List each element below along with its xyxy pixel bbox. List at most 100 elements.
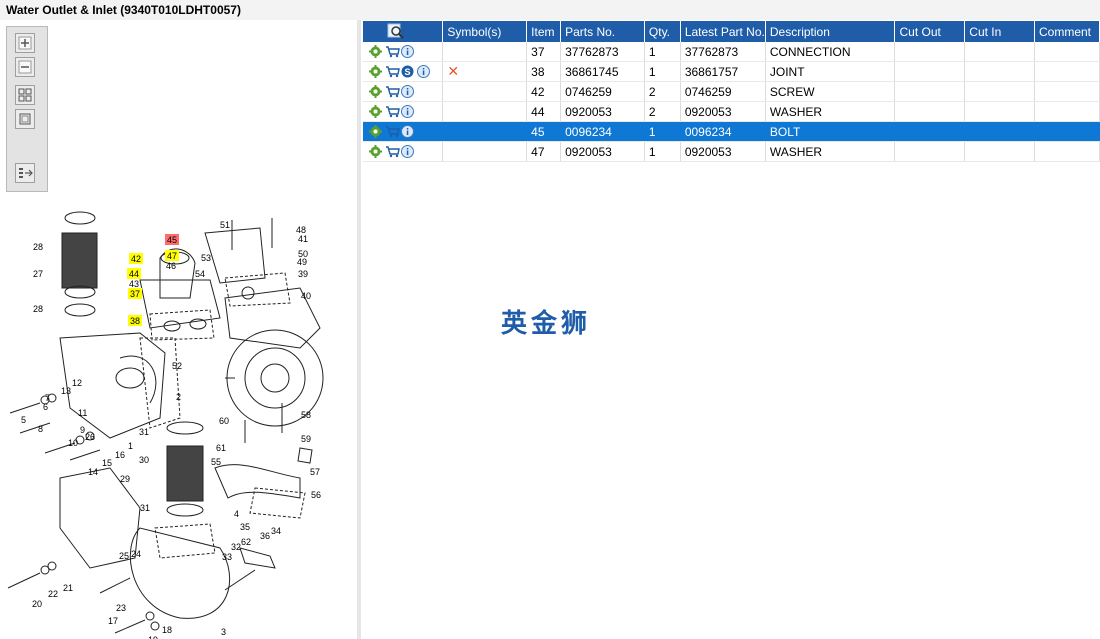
info-icon[interactable] [401,145,414,158]
callout-3[interactable]: 3 [221,627,226,637]
callout-40[interactable]: 40 [301,291,311,301]
callout-26[interactable]: 26 [85,432,95,442]
callout-16[interactable]: 16 [115,450,125,460]
exploded-parts-diagram[interactable]: 28 27 28 45 47 42 46 44 43 37 38 51 53 5… [0,188,357,639]
fit-page-button[interactable] [15,85,35,105]
callout-17[interactable]: 17 [108,616,118,626]
callout-31[interactable]: 31 [140,503,150,513]
export-list-button[interactable] [15,163,35,183]
callout-5[interactable]: 5 [21,415,26,425]
callout-14[interactable]: 14 [88,467,98,477]
gear-icon[interactable] [369,105,382,118]
callout-43[interactable]: 43 [129,279,139,289]
callout-44[interactable]: 44 [129,269,139,279]
callout-31[interactable]: 31 [139,427,149,437]
callout-29[interactable]: 29 [120,474,130,484]
s-badge-icon[interactable]: S [401,65,414,78]
callout-37[interactable]: 37 [130,289,140,299]
callout-35[interactable]: 35 [240,522,250,532]
callout-19[interactable]: 19 [148,635,158,639]
cart-icon[interactable] [385,105,400,118]
callout-7[interactable]: 7 [45,393,50,403]
callout-49[interactable]: 49 [297,257,307,267]
gear-icon[interactable] [369,145,382,158]
callout-4[interactable]: 4 [234,509,239,519]
column-search-header[interactable] [363,21,444,42]
callout-13[interactable]: 13 [61,386,71,396]
column-header-symbols[interactable]: Symbol(s) [442,21,528,42]
callout-10[interactable]: 10 [68,438,78,448]
callout-57[interactable]: 57 [310,467,320,477]
info-icon[interactable] [417,65,430,78]
callout-60[interactable]: 60 [219,416,229,426]
callout-1[interactable]: 1 [128,441,133,451]
callout-59[interactable]: 59 [301,434,311,444]
callout-50[interactable]: 50 [298,249,308,259]
cart-icon[interactable] [385,85,400,98]
callout-8[interactable]: 8 [38,424,43,434]
callout-39[interactable]: 39 [298,269,308,279]
callout-18[interactable]: 18 [162,625,172,635]
zoom-in-button[interactable] [15,33,35,53]
callout-33[interactable]: 33 [222,552,232,562]
callout-27[interactable]: 27 [33,269,43,279]
callout-21[interactable]: 21 [63,583,73,593]
callout-23[interactable]: 23 [116,603,126,613]
column-header-latest-part-no[interactable]: Latest Part No. [680,21,766,42]
column-header-qty[interactable]: Qty. [644,21,681,42]
callout-2[interactable]: 2 [176,392,181,402]
callout-41[interactable]: 41 [298,234,308,244]
callout-45[interactable]: 45 [167,235,177,245]
gear-icon[interactable] [369,125,382,138]
gear-icon[interactable] [369,85,382,98]
callout-32[interactable]: 32 [231,542,241,552]
cart-icon[interactable] [385,45,400,58]
callout-48[interactable]: 48 [296,225,306,235]
info-icon[interactable] [401,105,414,118]
info-icon[interactable] [401,125,414,138]
callout-6[interactable]: 6 [43,402,48,412]
callout-46[interactable]: 46 [166,261,176,271]
callout-53[interactable]: 53 [201,253,211,263]
actual-size-button[interactable] [15,109,35,129]
callout-25[interactable]: 25 [119,551,129,561]
callout-15[interactable]: 15 [102,458,112,468]
column-header-parts-no[interactable]: Parts No. [560,21,645,42]
cart-icon[interactable] [385,65,400,78]
callout-9[interactable]: 9 [80,425,85,435]
callout-55[interactable]: 55 [211,457,221,467]
callout-28[interactable]: 28 [33,304,43,314]
info-icon[interactable] [401,45,414,58]
gear-icon[interactable] [369,65,382,78]
callout-38[interactable]: 38 [130,316,140,326]
callout-51[interactable]: 51 [220,220,230,230]
zoom-out-button[interactable] [15,57,35,77]
column-header-cut-out[interactable]: Cut Out [894,21,966,42]
callout-42[interactable]: 42 [131,254,141,264]
callout-24[interactable]: 24 [131,549,141,559]
callout-58[interactable]: 58 [301,410,311,420]
callout-52[interactable]: 52 [172,361,182,371]
cart-icon[interactable] [385,145,400,158]
column-header-item[interactable]: Item [526,21,562,42]
callout-34[interactable]: 34 [271,526,281,536]
callout-62[interactable]: 62 [241,537,251,547]
callout-36[interactable]: 36 [260,531,270,541]
column-header-comment[interactable]: Comment [1034,21,1100,42]
callout-20[interactable]: 20 [32,599,42,609]
column-header-description[interactable]: Description [765,21,896,42]
callout-22[interactable]: 22 [48,589,58,599]
callout-47[interactable]: 47 [167,251,177,261]
pane-splitter[interactable] [357,20,361,639]
callout-61[interactable]: 61 [216,443,226,453]
callout-56[interactable]: 56 [311,490,321,500]
callout-28[interactable]: 28 [33,242,43,252]
callout-12[interactable]: 12 [72,378,82,388]
callout-30[interactable]: 30 [139,455,149,465]
